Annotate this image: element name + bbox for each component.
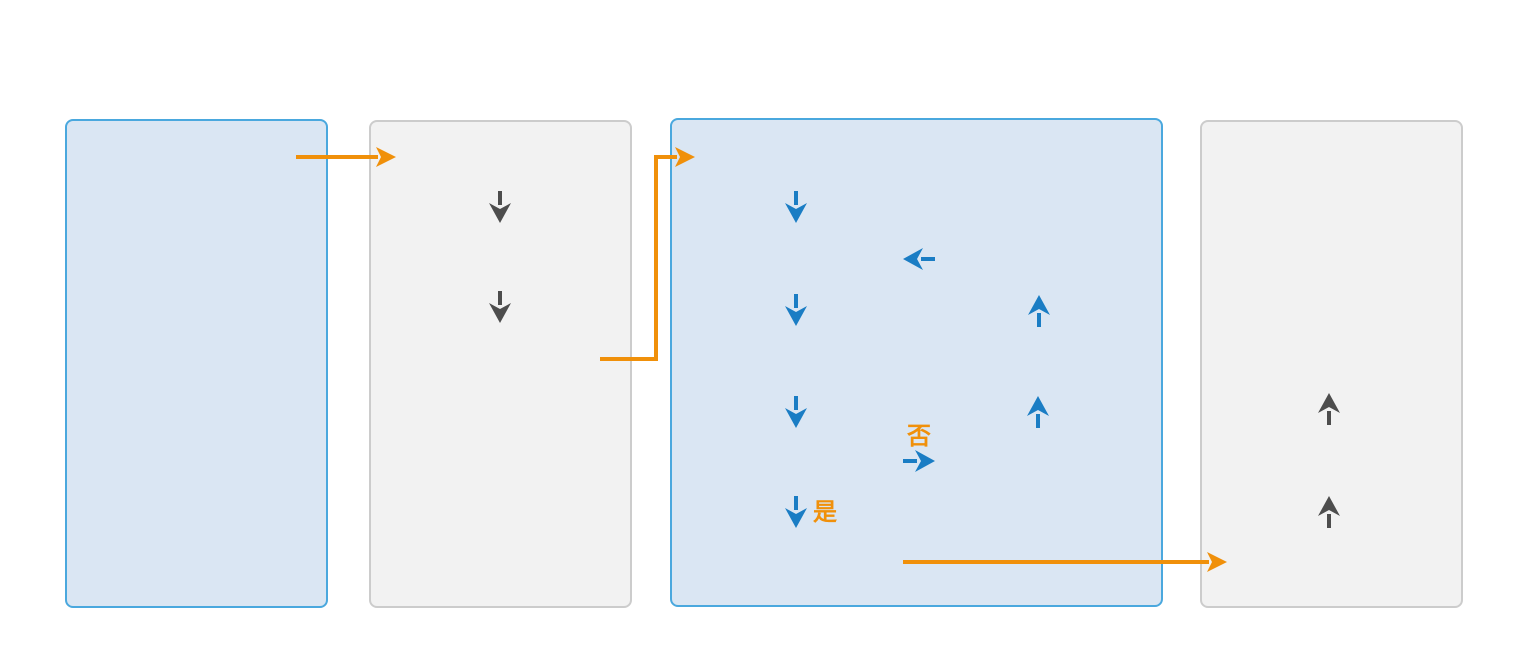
arrow-up-icon	[1318, 496, 1340, 528]
connector-lane3-to-lane4	[903, 552, 1227, 572]
arrow-down-icon	[785, 496, 807, 528]
lane-1	[65, 119, 328, 608]
arrow-down-icon	[489, 191, 511, 223]
arrow-down-icon	[489, 291, 511, 323]
arrow-down-icon	[785, 294, 807, 326]
arrow-down-icon	[785, 191, 807, 223]
arrow-up-icon	[1318, 393, 1340, 425]
arrow-up-icon	[1027, 396, 1049, 428]
arrow-down-icon	[785, 396, 807, 428]
arrow-right-icon	[903, 450, 935, 472]
branch-label-yes: 是	[813, 498, 837, 526]
lane-3	[670, 118, 1163, 607]
connector-lane1-to-lane2	[296, 147, 396, 167]
arrow-left-icon	[903, 248, 935, 270]
connector-lane2-to-lane3	[600, 147, 695, 361]
arrow-up-icon	[1028, 295, 1050, 327]
lane-4	[1200, 120, 1463, 608]
branch-label-no: 否	[907, 422, 931, 450]
